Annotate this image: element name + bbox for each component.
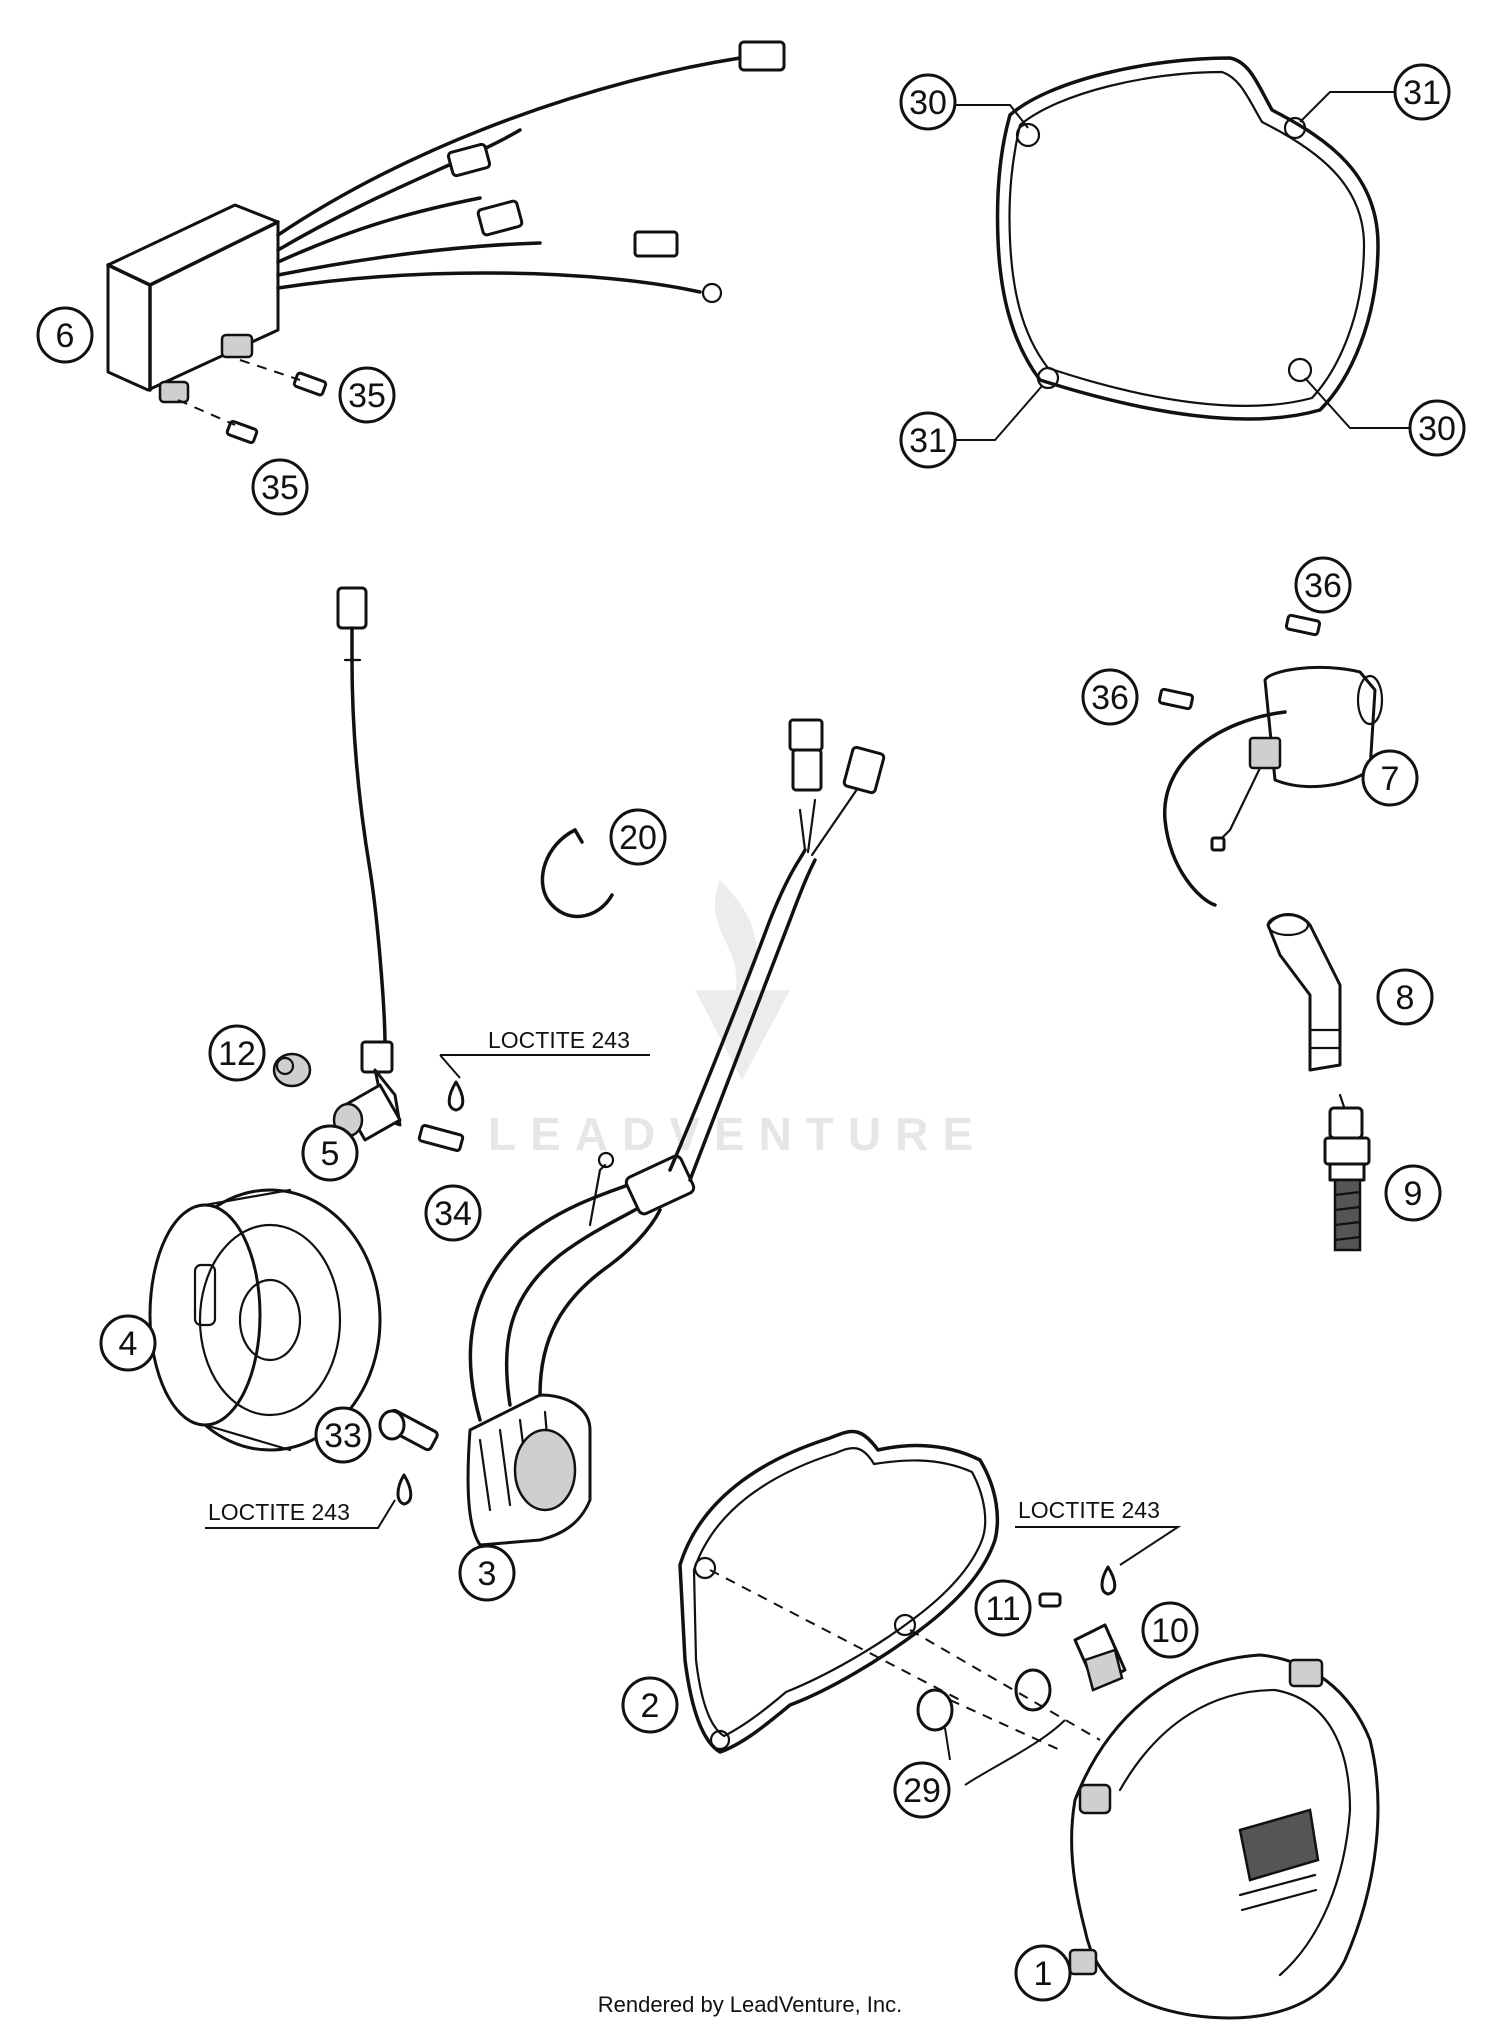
callouts: 30 31 31 30 6 35 35 36 36 7 8 9 20 12 5 … (36, 63, 1466, 2002)
ignition-cover (1068, 1653, 1380, 2020)
loctite-note-top: LOCTITE 243 (488, 1027, 630, 1053)
svg-text:35: 35 (261, 469, 299, 507)
svg-text:35: 35 (348, 377, 386, 415)
callout-3: 3 (458, 1544, 516, 1602)
callout-36-upper: 36 (1294, 556, 1352, 614)
cdi-unit (106, 203, 280, 404)
callout-31-bottom: 31 (899, 411, 957, 469)
svg-text:12: 12 (218, 1035, 256, 1073)
cable-clip (540, 828, 614, 918)
flywheel-rotor (148, 1188, 382, 1452)
svg-text:29: 29 (903, 1772, 941, 1810)
svg-text:30: 30 (909, 84, 947, 122)
callout-35-lower: 35 (251, 458, 309, 516)
leader-lines (205, 91, 1410, 1786)
cdi-screws (177, 359, 328, 445)
callout-5: 5 (301, 1124, 359, 1182)
svg-text:36: 36 (1304, 567, 1342, 605)
callout-10: 10 (1141, 1601, 1199, 1659)
stator (466, 1393, 592, 1547)
loctite-note-left: LOCTITE 243 (208, 1499, 350, 1525)
stator-wiring (468, 718, 886, 1422)
callout-12: 12 (208, 1024, 266, 1082)
pickup-sensor (332, 586, 402, 1142)
ignition-coil (1163, 665, 1384, 907)
cover-gasket-lower (678, 1429, 1000, 1754)
watermark-text: LEADVENTURE (488, 1108, 987, 1160)
callout-9: 9 (1384, 1164, 1442, 1222)
svg-text:20: 20 (619, 819, 657, 857)
spark-plug-cap (1266, 913, 1342, 1072)
svg-text:36: 36 (1091, 679, 1129, 717)
watermark: LEADVENTURE (488, 880, 987, 1160)
svg-text:8: 8 (1396, 979, 1415, 1017)
callout-11: 11 (974, 1579, 1032, 1637)
svg-text:1: 1 (1034, 1955, 1053, 1993)
svg-text:33: 33 (324, 1417, 362, 1455)
callout-34: 34 (424, 1184, 482, 1242)
callout-33: 33 (314, 1406, 372, 1464)
callout-30-top: 30 (899, 73, 957, 131)
callout-29: 29 (893, 1761, 951, 1819)
grommet (272, 1052, 312, 1088)
callout-35-upper: 35 (338, 366, 396, 424)
svg-text:10: 10 (1151, 1612, 1189, 1650)
stator-screw (378, 1408, 439, 1506)
svg-text:31: 31 (1403, 74, 1441, 112)
loctite-note-right: LOCTITE 243 (1018, 1497, 1160, 1523)
svg-text:4: 4 (119, 1325, 138, 1363)
callout-6: 6 (36, 306, 94, 364)
callout-7: 7 (1361, 749, 1419, 807)
svg-text:30: 30 (1418, 410, 1456, 448)
callout-8: 8 (1376, 968, 1434, 1026)
cdi-wiring-harness (276, 40, 786, 304)
callout-1: 1 (1014, 1944, 1072, 2002)
spark-plug (1323, 1093, 1371, 1252)
callout-4: 4 (99, 1314, 157, 1372)
callout-36-lower: 36 (1081, 668, 1139, 726)
callout-20: 20 (609, 808, 667, 866)
svg-text:7: 7 (1381, 760, 1400, 798)
svg-text:6: 6 (56, 317, 75, 355)
footer-credit: Rendered by LeadVenture, Inc. (598, 1992, 903, 2017)
svg-text:9: 9 (1404, 1175, 1423, 1213)
svg-text:11: 11 (985, 1590, 1020, 1628)
cover-gasket-top (995, 56, 1380, 421)
callout-2: 2 (621, 1676, 679, 1734)
svg-text:31: 31 (909, 422, 947, 460)
callout-30-bottom: 30 (1408, 399, 1466, 457)
svg-text:2: 2 (641, 1687, 660, 1725)
svg-text:5: 5 (321, 1135, 340, 1173)
sensor-screw (417, 1080, 465, 1152)
cover-plate (1073, 1623, 1127, 1692)
svg-text:3: 3 (478, 1555, 497, 1593)
dowel-sleeves (709, 1569, 1101, 1751)
coil-screws (1157, 613, 1322, 711)
cover-screw (1038, 1565, 1117, 1608)
callout-31-top: 31 (1393, 63, 1451, 121)
svg-text:34: 34 (434, 1195, 472, 1233)
